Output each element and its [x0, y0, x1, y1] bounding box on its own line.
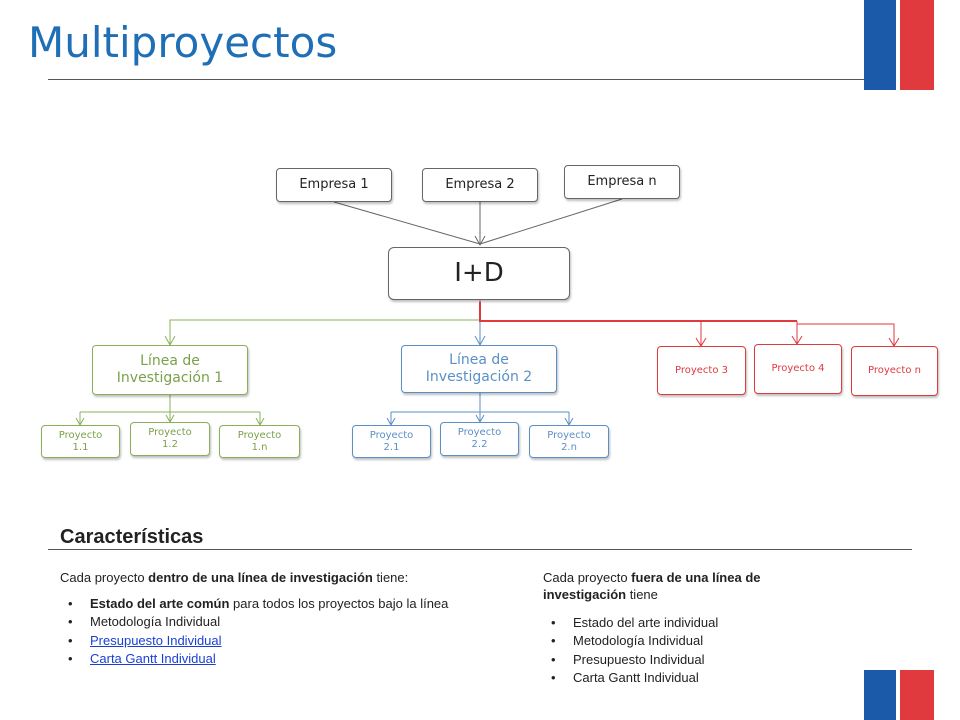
bullet: • — [551, 633, 556, 649]
right-item-4: Carta Gantt Individual — [573, 669, 699, 685]
proyecto-1-2-box: Proyecto 1.2 — [130, 422, 210, 456]
list-item: • Metodología Individual — [60, 614, 510, 630]
left-item-2: Metodología Individual — [90, 614, 221, 630]
left-list: • Estado del arte común para todos los pr… — [60, 596, 510, 669]
arrowhead-center — [474, 235, 486, 247]
flag-blue-stripe — [864, 0, 896, 90]
list-item: • Presupuesto Individual — [60, 633, 510, 649]
left-intro-post: tiene: — [372, 570, 409, 585]
right-intro-bold: fuera de una línea de investigación — [543, 570, 761, 602]
list-item: • Carta Gantt Individual — [60, 651, 510, 667]
proyecto-3-box: Proyecto 3 — [657, 346, 746, 395]
right-list: • Estado del arte individual • Metodología… — [543, 615, 843, 688]
right-item-2: Metodología Individual — [573, 633, 704, 649]
right-item-3: Presupuesto Individual — [573, 651, 705, 667]
carta-gantt-individual-link[interactable]: Carta Gantt Individual — [90, 650, 216, 666]
right-intro-pre: Cada proyecto — [543, 570, 632, 585]
linea-investigacion-2-box: Línea de Investigación 2 — [401, 345, 557, 393]
left-item-1-bold: Estado del arte común — [90, 596, 230, 611]
empresa-2-box: Empresa 2 — [422, 168, 538, 202]
page-title: Multiproyectos — [28, 18, 338, 67]
proyecto-4-box: Proyecto 4 — [754, 344, 842, 394]
empresa-connectors — [333, 198, 623, 247]
flag-decoration-top — [864, 0, 934, 90]
proyecto-2-n-box: Proyecto 2.n — [529, 425, 609, 458]
flag-white-stripe — [896, 670, 900, 720]
proyecto-2-2-box: Proyecto 2.2 — [440, 422, 519, 456]
flag-red-stripe — [900, 670, 934, 720]
id-center-box: I+D — [388, 247, 570, 300]
right-item-1: Estado del arte individual — [573, 615, 719, 630]
bullet: • — [68, 596, 73, 611]
bullet: • — [551, 669, 556, 685]
list-item: • Estado del arte individual — [543, 615, 843, 631]
empresa-n-box: Empresa n — [564, 165, 680, 199]
proyectos-independientes-connectors — [479, 302, 900, 347]
list-item: • Carta Gantt Individual — [543, 670, 843, 686]
right-intro-post: tiene — [626, 586, 658, 602]
left-item-1-rest: para todos los proyectos bajo la línea — [229, 596, 449, 611]
linea-investigacion-1-box: Línea de Investigación 1 — [92, 345, 248, 395]
connector-empresa-n — [479, 198, 623, 245]
bullet: • — [68, 614, 73, 630]
list-item: • Presupuesto Individual — [543, 652, 843, 668]
bullet: • — [551, 651, 556, 667]
connector-red-main — [479, 302, 797, 322]
list-item: • Estado del arte común para todos los pr… — [60, 596, 510, 612]
proyecto-1-1-box: Proyecto 1.1 — [41, 425, 120, 458]
left-intro-bold: dentro de una línea de investigación — [148, 570, 373, 585]
linea-1-connectors — [75, 319, 480, 427]
bullet: • — [68, 650, 73, 666]
presupuesto-individual-link[interactable]: Presupuesto Individual — [90, 632, 222, 648]
title-rule — [48, 79, 912, 80]
caracteristicas-rule — [48, 549, 912, 550]
proyecto-2-1-box: Proyecto 2.1 — [352, 425, 431, 458]
flag-red-stripe — [900, 0, 934, 90]
connector-proyecto-n — [797, 323, 895, 345]
empresa-1-box: Empresa 1 — [276, 168, 392, 202]
left-intro-pre: Cada proyecto — [60, 570, 149, 585]
flag-blue-stripe — [864, 670, 896, 720]
caracteristicas-title: Características — [60, 526, 204, 548]
bullet: • — [551, 615, 556, 630]
connector-linea-1 — [169, 319, 480, 344]
flag-white-stripe — [896, 0, 900, 90]
proyecto-1-n-box: Proyecto 1.n — [219, 425, 300, 458]
left-intro: Cada proyecto dentro de una línea de inv… — [60, 570, 510, 585]
connector-empresa-1 — [333, 201, 481, 245]
right-intro: Cada proyecto fuera de una línea de inve… — [543, 570, 843, 604]
flag-decoration-bottom — [864, 670, 934, 720]
bullet: • — [68, 632, 73, 648]
list-item: • Metodología Individual — [543, 633, 843, 649]
proyecto-n-box: Proyecto n — [851, 346, 938, 396]
